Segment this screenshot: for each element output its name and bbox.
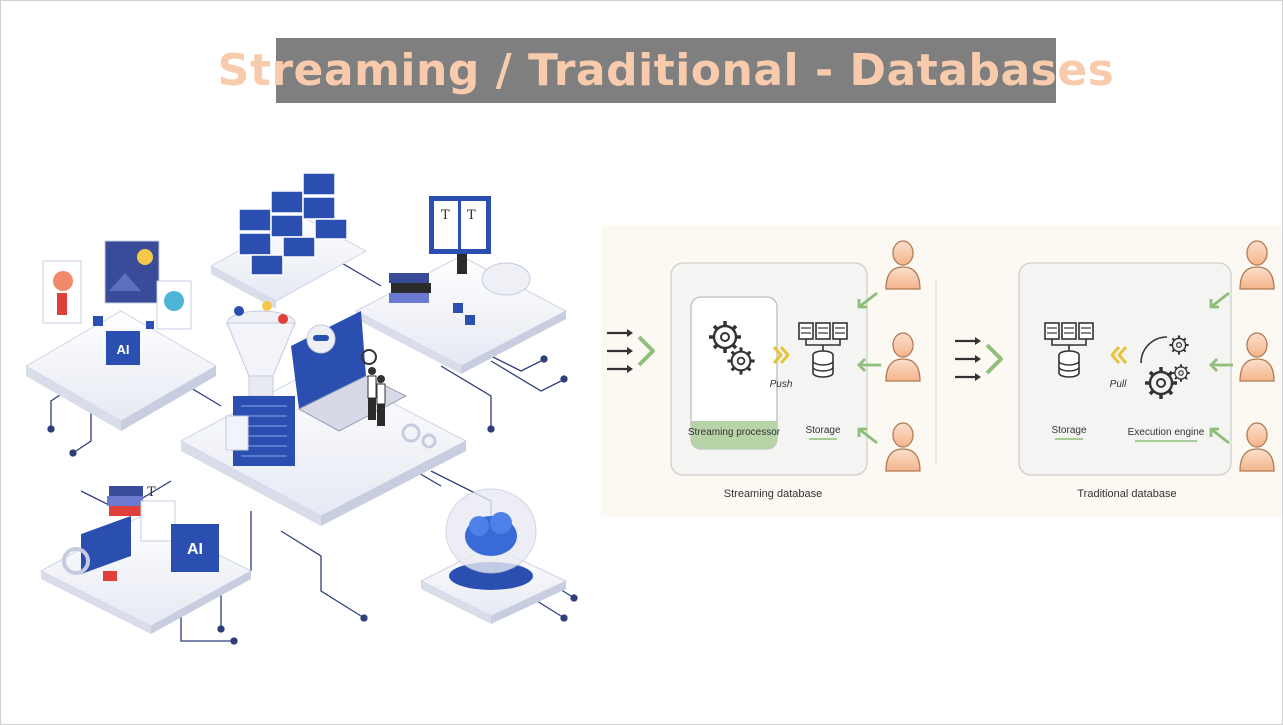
query-arrows-streaming (857, 291, 881, 445)
pull-label: Pull (1110, 379, 1127, 390)
traditional-database-panel: Storage Pull Execution engine Traditiona… (953, 240, 1275, 500)
query-arrows-traditional (1209, 291, 1233, 445)
push-arrows-icon (772, 346, 790, 364)
streaming-database-panel: Streaming processor Push Storage Streami… (605, 240, 921, 500)
title-banner: Streaming / Traditional - Databases (218, 38, 1114, 103)
slide-title: Streaming / Traditional - Databases (217, 45, 1115, 96)
traditional-storage-label: Storage (1051, 425, 1086, 436)
streaming-processor-label: Streaming processor (688, 427, 781, 438)
platform-learning: T AI (39, 485, 253, 634)
platform-documents: T T (354, 196, 568, 374)
streaming-storage-label: Storage (805, 425, 840, 436)
platform-cloud (419, 488, 568, 624)
traditional-database-caption: Traditional database (1077, 488, 1176, 500)
platform-center (179, 301, 468, 526)
book-letter-2: T (467, 208, 476, 223)
push-label: Push (770, 379, 793, 390)
database-comparison-diagram: Streaming processor Push Storage Streami… (601, 225, 1282, 517)
ai-badge-bottom: AI (187, 541, 203, 558)
pull-arrows-icon (1110, 346, 1128, 364)
platform-art: AI (25, 240, 217, 431)
server-stack (209, 172, 368, 309)
book-letter-3: T (147, 485, 156, 500)
ai-badge-top: AI (117, 342, 130, 357)
book-letter-1: T (441, 208, 450, 223)
data-ai-illustration: AI T T (25, 172, 578, 645)
streaming-database-caption: Streaming database (724, 488, 822, 500)
execution-engine-label: Execution engine (1128, 427, 1205, 438)
